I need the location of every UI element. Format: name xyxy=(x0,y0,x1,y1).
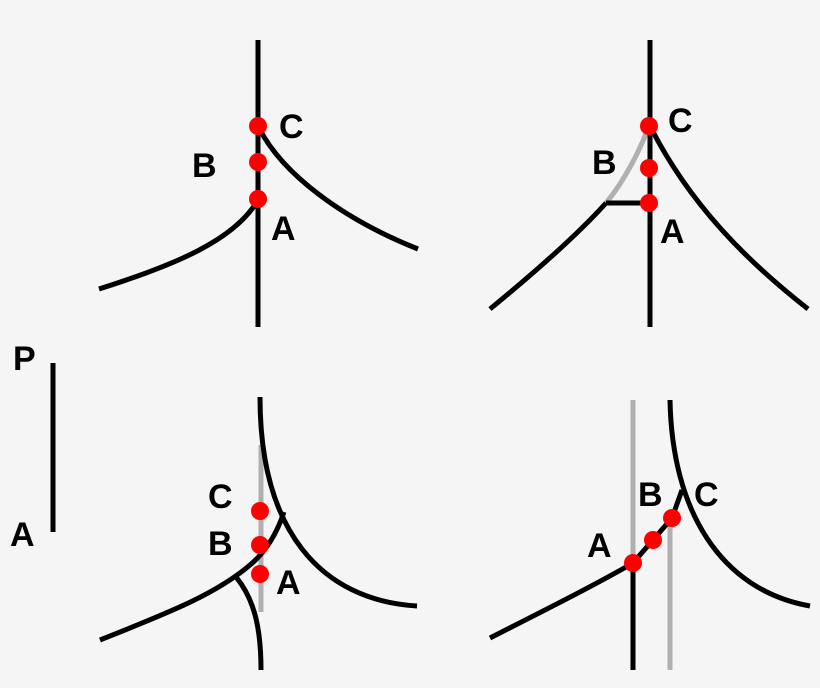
hook-branch xyxy=(234,575,264,671)
panel-top-right: C B A xyxy=(488,40,810,327)
point-b xyxy=(644,531,662,549)
label-c: C xyxy=(694,476,719,514)
axis-bottom-label: A xyxy=(10,516,35,554)
point-c xyxy=(640,117,658,135)
point-a xyxy=(624,554,642,572)
label-c: C xyxy=(668,102,693,140)
axis-legend: P A xyxy=(10,340,56,554)
right-branch xyxy=(255,124,419,252)
panel-top-left: C B A xyxy=(98,40,419,327)
label-b: B xyxy=(208,525,233,563)
label-b: B xyxy=(592,144,617,182)
point-c xyxy=(663,509,681,527)
right-branch xyxy=(647,124,810,311)
label-a: A xyxy=(660,213,685,251)
label-a: A xyxy=(587,527,612,565)
left-branch xyxy=(99,563,252,643)
point-a xyxy=(640,194,658,212)
label-c: C xyxy=(208,478,233,516)
panel-bottom-right: C B A xyxy=(488,399,811,670)
right-curve xyxy=(257,396,418,609)
panel-bottom-left: C B A xyxy=(99,396,418,671)
label-a: A xyxy=(276,564,301,602)
point-a xyxy=(251,565,269,583)
point-c xyxy=(249,117,267,135)
label-c: C xyxy=(279,108,304,146)
point-b xyxy=(640,159,658,177)
label-a: A xyxy=(271,210,296,248)
point-a xyxy=(249,190,267,208)
point-c xyxy=(251,502,269,520)
point-b xyxy=(249,153,267,171)
right-curve xyxy=(667,399,811,609)
label-b: B xyxy=(192,147,217,185)
left-branch xyxy=(488,201,608,311)
axis-top-label: P xyxy=(13,340,36,378)
label-b: B xyxy=(638,476,663,514)
left-branch xyxy=(98,198,261,292)
left-branch xyxy=(488,560,635,641)
point-b xyxy=(251,536,269,554)
